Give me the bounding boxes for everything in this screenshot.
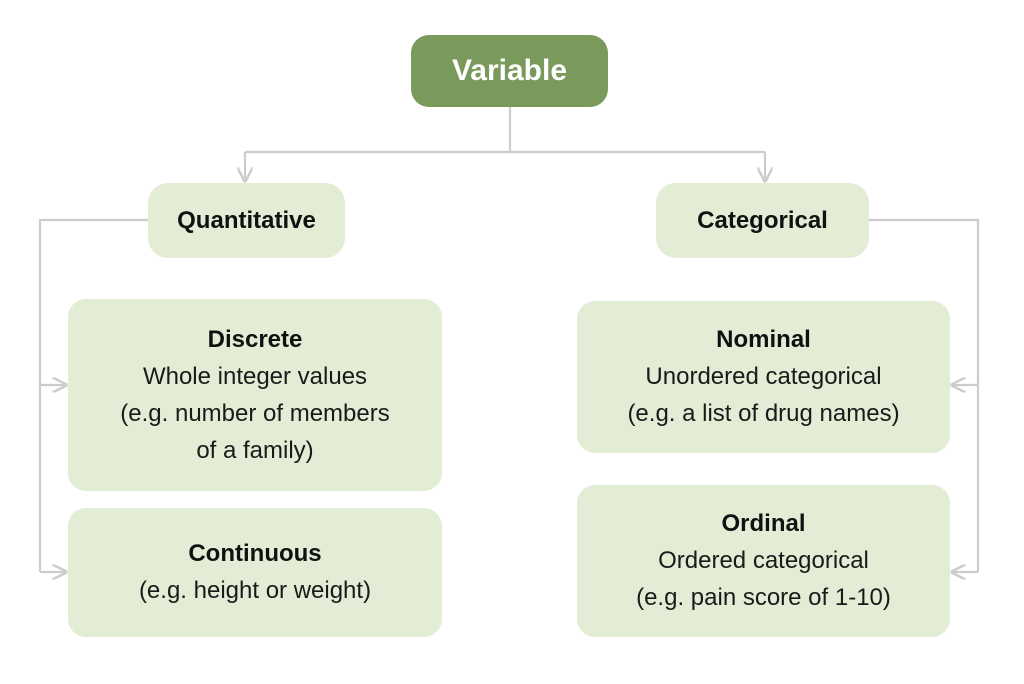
node-quantitative-label: Quantitative [177,206,316,234]
node-variable-label: Variable [451,54,568,87]
node-categorical: Categorical [656,183,869,258]
node-nominal: Nominal Unordered categorical (e.g. a li… [577,301,950,453]
node-discrete-desc-line: Whole integer values [142,362,368,390]
node-continuous-desc-line: (e.g. height or weight) [138,577,372,604]
connector-root-to-branches [245,107,765,154]
node-ordinal-desc-line: (e.g. pain score of 1-10) [636,584,891,611]
node-discrete-title: Discrete [207,325,303,353]
node-nominal-desc-line: Unordered categorical [645,363,882,390]
node-variable: Variable [411,35,608,107]
node-continuous: Continuous (e.g. height or weight) [68,508,442,637]
node-ordinal-title: Ordinal [721,510,806,537]
node-quantitative: Quantitative [148,183,345,258]
node-discrete-desc-line: (e.g. number of members [120,399,390,427]
node-discrete-desc-line: of a family) [196,436,314,464]
node-categorical-label: Categorical [697,206,828,234]
node-ordinal: Ordinal Ordered categorical (e.g. pain s… [577,485,950,637]
node-nominal-title: Nominal [716,326,811,353]
node-continuous-title: Continuous [188,540,322,567]
node-discrete: Discrete Whole integer values (e.g. numb… [68,299,442,491]
node-nominal-desc-line: (e.g. a list of drug names) [627,400,900,427]
node-ordinal-desc-line: Ordered categorical [658,547,869,574]
